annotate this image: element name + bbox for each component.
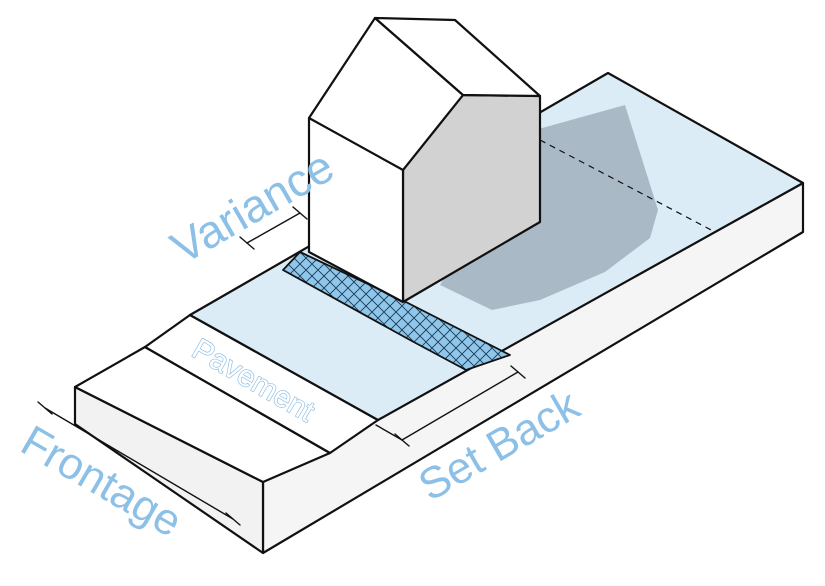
setback-dimension — [375, 365, 526, 447]
house-roof — [373, 16, 542, 98]
frontage-dimension — [37, 401, 241, 526]
variance-dimension — [239, 206, 308, 250]
house-shadow — [440, 105, 658, 310]
